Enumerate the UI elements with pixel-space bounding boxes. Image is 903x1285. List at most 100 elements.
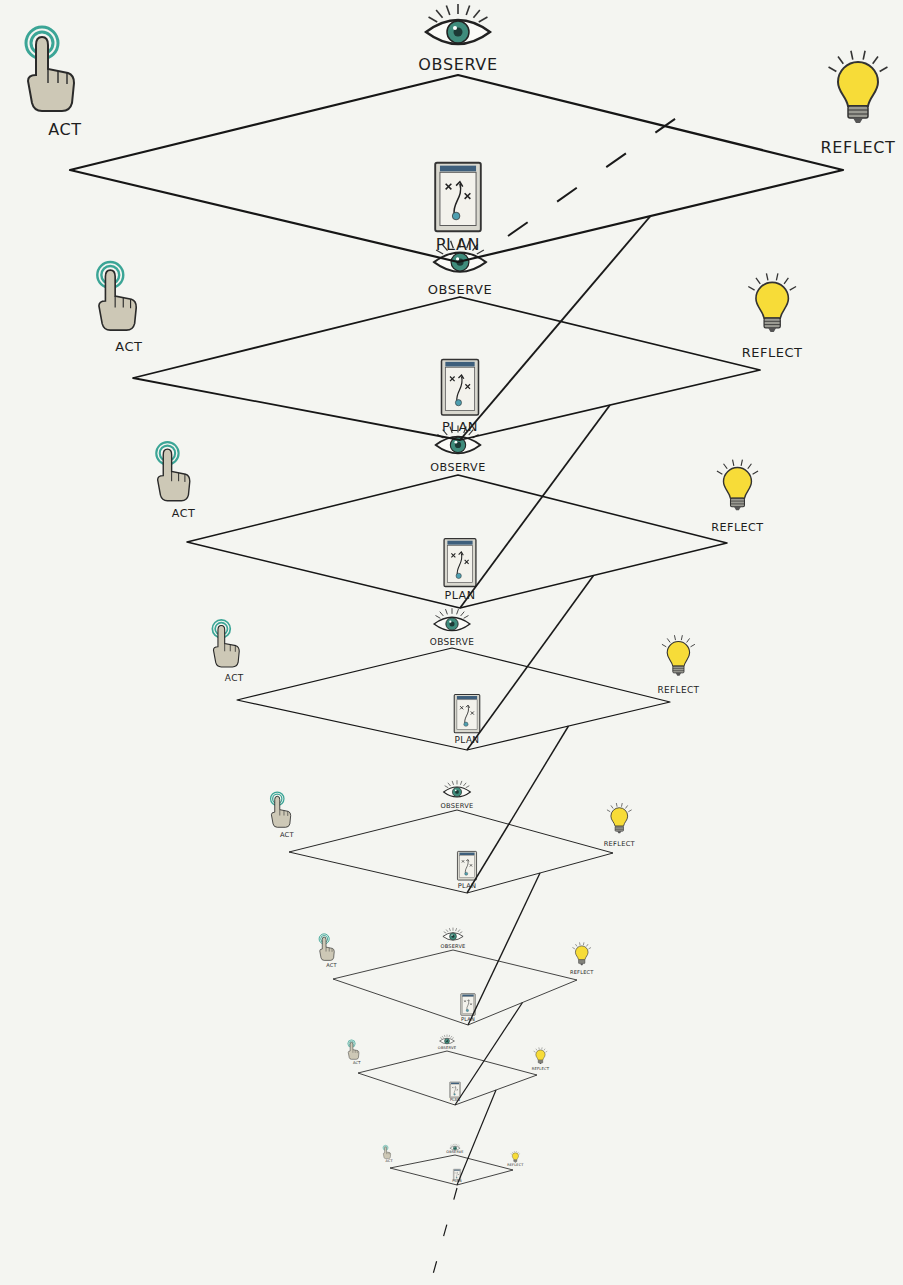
eye-lash <box>455 1144 456 1146</box>
plan-dot <box>452 212 460 220</box>
phase-label: OBSERVE <box>438 1047 456 1051</box>
diamond-shape <box>187 475 727 608</box>
plan-sheet <box>451 1084 459 1096</box>
hand-knuckles <box>225 643 236 651</box>
bulb-ray <box>517 1152 519 1153</box>
plan-sheet <box>440 172 476 225</box>
phase-label: ACT <box>326 964 337 969</box>
phase-label: PLAN <box>436 237 480 253</box>
phase-label: PLAN <box>455 736 480 745</box>
bulb-ray <box>511 1153 512 1155</box>
phase-label: OBSERVE <box>430 462 485 473</box>
plan-icon <box>453 1169 460 1180</box>
phase-label: ACT <box>48 122 82 138</box>
plan-marks <box>464 1000 472 1005</box>
bulb-thread <box>673 670 684 671</box>
diamond-shape <box>333 950 577 1025</box>
plan-dot <box>466 1009 468 1011</box>
bulb-ray <box>607 810 610 812</box>
bulb-icon <box>829 51 888 123</box>
eye-icon <box>443 928 463 941</box>
phase-label: ACT <box>386 1160 393 1164</box>
spiral-continuation <box>508 100 702 236</box>
bulb-ray <box>756 278 760 284</box>
bulb-ray <box>586 944 588 946</box>
eye-lash <box>446 930 448 932</box>
eye-lash <box>444 1035 446 1037</box>
eye-lash <box>452 608 453 614</box>
eye-iris <box>450 933 457 940</box>
eye-outline <box>426 20 490 44</box>
eye-icon <box>444 780 471 797</box>
diamond-outline <box>133 297 760 440</box>
bulb-thread <box>579 962 585 963</box>
plan-icon <box>444 539 476 587</box>
plan-dot <box>454 1093 456 1095</box>
spiral-connector <box>455 1003 523 1106</box>
phase-label: REFLECT <box>507 1165 523 1169</box>
cycle-diamond: OBSERVEACTREFLECTPLAN <box>237 648 670 750</box>
bulb-glass <box>536 1050 545 1060</box>
phase-label: REFLECT <box>570 971 594 976</box>
plan-icon <box>454 694 480 732</box>
plan-marks <box>462 860 472 866</box>
bulb-ray <box>784 278 788 284</box>
eye-lash <box>460 932 463 934</box>
hand-shape <box>383 1147 390 1159</box>
plan-sheet <box>457 700 477 730</box>
plan-board <box>461 994 475 1016</box>
eye-iris <box>447 21 469 43</box>
plan-marks <box>446 184 471 199</box>
hand-knuckles <box>115 296 130 308</box>
eye-lash <box>464 616 469 619</box>
eye-icon <box>450 1144 460 1150</box>
bulb-ray <box>766 273 768 280</box>
plan-sheet <box>454 1171 460 1179</box>
plan-board <box>450 1082 461 1098</box>
bulb-thread <box>673 668 684 669</box>
phase-label: PLAN <box>461 1017 475 1022</box>
eye-lash <box>448 783 451 786</box>
eye-lash <box>452 1145 453 1146</box>
eye-glint <box>455 789 457 791</box>
eye-lash <box>458 930 460 932</box>
eye-lash <box>445 786 449 788</box>
bulb-ray <box>687 638 690 642</box>
hand-icon <box>97 262 136 330</box>
diamond-shape <box>133 297 760 440</box>
eye-lash <box>479 17 488 22</box>
eye-lash <box>466 786 470 788</box>
bulb-ray <box>748 464 752 469</box>
eye-lash <box>463 783 466 786</box>
hand-knuckles <box>353 1050 357 1053</box>
eye-lash <box>466 6 469 15</box>
bulb-thread <box>730 501 744 502</box>
hand-knuckles <box>48 69 67 84</box>
plan-marks <box>460 706 474 715</box>
hand-knuckles <box>172 471 185 481</box>
eye-outline <box>434 617 470 630</box>
hand-knuckles <box>326 947 332 952</box>
bulb-ray <box>545 1051 547 1052</box>
bulb-ray <box>691 644 695 647</box>
eye-lash <box>450 1145 451 1147</box>
bulb-base <box>514 1160 517 1162</box>
hand-shape <box>213 625 239 666</box>
eye-icon <box>426 4 490 44</box>
diamond-shape <box>237 648 670 750</box>
phase-label: ACT <box>353 1062 361 1066</box>
bulb-thread <box>615 829 623 830</box>
bulb-base <box>730 498 744 506</box>
bulb-ray <box>534 1051 536 1052</box>
hand-shape <box>99 270 136 330</box>
phase-label: REFLECT <box>657 685 699 694</box>
plan-arrow <box>465 705 470 723</box>
diamond-outline <box>358 1051 537 1105</box>
bulb-ray <box>741 460 742 466</box>
bulb-thread <box>848 110 868 111</box>
plan-header <box>462 995 473 997</box>
eye-lash <box>458 1145 459 1147</box>
bulb-thread <box>514 1160 517 1161</box>
bulb-icon <box>748 273 796 332</box>
hand-shape <box>320 937 335 960</box>
